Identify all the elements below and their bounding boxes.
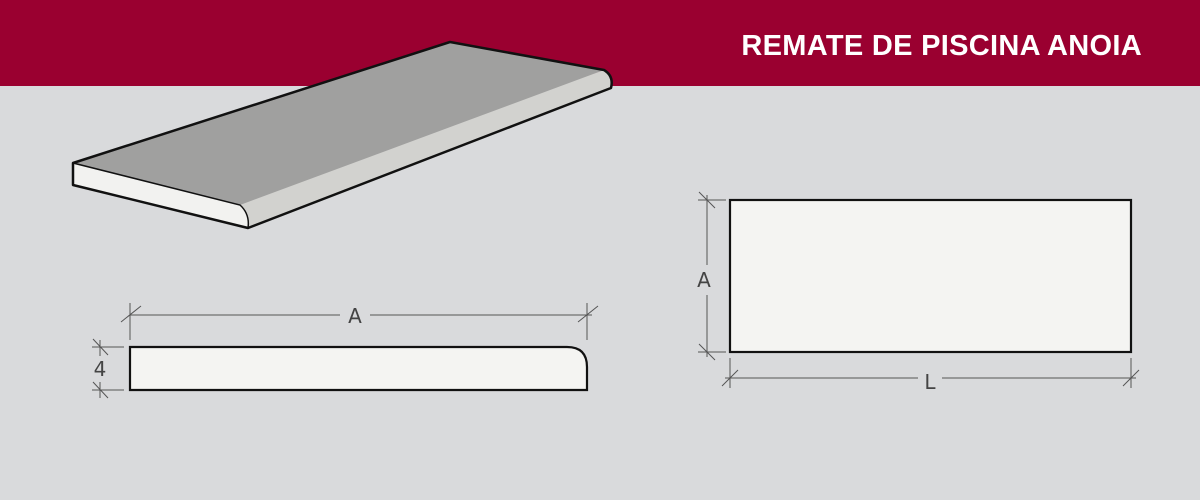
profile-width-label: A (348, 304, 362, 328)
plan-length-label: L (924, 370, 936, 394)
plan-width-label: A (697, 268, 711, 292)
isometric-coping-stone (71, 40, 613, 230)
bullnose-edge (240, 70, 612, 228)
page-title: REMATE DE PISCINA ANOIA (741, 30, 1142, 62)
profile-view (92, 303, 599, 399)
plan-shape (728, 198, 1133, 354)
plan-view (698, 191, 1140, 388)
profile-thickness-label: 4 (94, 357, 107, 381)
profile-shape (128, 345, 589, 392)
top-face (73, 42, 604, 212)
front-face (73, 163, 249, 228)
